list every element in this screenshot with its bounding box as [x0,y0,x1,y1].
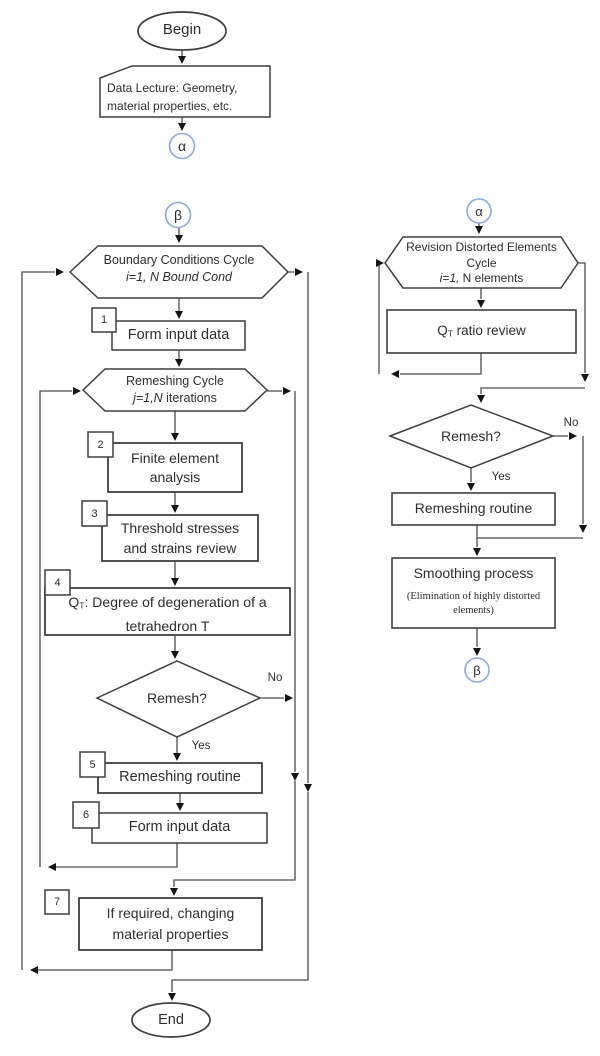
step3-badge-shape [81,500,108,527]
connector-qtreview-loopback [400,353,482,375]
connector-exit-decision2 [480,387,585,394]
beta-connector-circle-left [164,201,192,229]
remesh-routine2-box [391,492,556,526]
remeshing-cycle-label: Remeshing Cycle j=1,N iterations [83,373,267,406]
connector-remeshloop-left [39,390,72,867]
connector-end-down-2 [171,792,309,992]
alpha-connector-circle-top [168,132,196,160]
step7-label: If required, changing material propertie… [106,905,235,942]
alpha-connector-label-top: α [177,138,187,154]
step7-badge: 7 [53,896,61,908]
smoothing-note: (Elimination of highly distorted element… [406,590,541,616]
qt-review-label: QT ratio review [437,323,526,339]
data-card-line1: Data Lecture: Geometry, [107,81,238,95]
connector-circles [164,132,492,683]
remesh-decision-diamond [95,660,262,738]
step1-label: Form input data [127,327,230,343]
step1-badge-shape [91,307,117,333]
step6-label: Form input data [128,819,231,835]
end-terminator-shape [131,1002,211,1038]
step4-box [44,587,291,636]
connector-exit-down-2 [173,781,296,887]
data-card-shape [99,65,271,118]
data-card-line2: material properties, etc. [107,99,233,113]
step2-badge-shape [87,431,114,458]
step2-box [107,442,243,493]
connector-step7-loopback [31,950,173,971]
begin-terminator-label: Begin [162,21,202,38]
step2-badge: 2 [97,438,104,451]
remesh-decision2-label: Remesh? [441,428,501,444]
decision2-yes-label: Yes [491,471,511,483]
beta-connector-label-left: β [173,207,183,223]
begin-terminator-shape [137,11,227,51]
step6-badge: 6 [82,809,90,821]
step2-label: Finite element analysis [131,450,219,485]
decision-yes-label: Yes [191,740,211,752]
beta-connector-label-bottom: β [473,663,481,678]
qt-review-box [386,309,577,354]
remesh-decision-label: Remesh? [147,690,207,706]
smoothing-label: Smoothing process (Elimination of highly… [392,565,555,618]
step3-box [101,514,259,562]
alpha-connector-circle-right [466,198,492,224]
step5-box [97,762,263,794]
step7-badge-shape [44,889,70,915]
arrowheads [30,56,589,1001]
boundary-cycle-hexagon [68,245,290,299]
step4-badge: 4 [54,576,61,589]
data-card-label: Data Lecture: Geometry, material propert… [107,79,265,115]
remeshing-cycle-hexagon [81,368,269,412]
boundary-cycle-line2: i=1, N Bound Cond [126,269,232,284]
connector-revisionhex-exit [578,262,586,373]
remesh-routine2-label: Remeshing routine [414,500,533,516]
beta-connector-circle-bottom [464,657,490,683]
alpha-connector-label-right: α [475,204,483,219]
step6-badge-shape [72,801,100,829]
step3-label: Threshold stresses and strains review [120,520,240,556]
step3-badge: 3 [91,507,98,520]
step1-box [111,320,246,351]
step5-badge: 5 [89,758,96,771]
remeshing-cycle-line2: j=1,N iterations [133,390,217,405]
step4-badge-shape [44,569,71,596]
connector-boundaryloop-left [21,271,55,970]
step5-label: Remeshing routine [119,769,241,785]
decision2-no-label: No [563,417,579,429]
revision-cycle-hexagon [384,236,579,289]
remesh-decision2-diamond [387,404,556,469]
step7-box [78,897,263,951]
smoothing-box [391,557,556,629]
step5-badge-shape [79,751,106,778]
connectors [21,50,586,992]
step4-label: QT: Degree of degeneration of a tetrahed… [68,594,267,634]
revision-cycle-label: Revision Distorted Elements Cycle i=1, N… [406,240,557,285]
nodes [44,11,579,1038]
remeshing-cycle-line1: Remeshing Cycle [126,374,224,388]
boundary-cycle-label: Boundary Conditions Cycle i=1, N Bound C… [70,252,288,285]
boundary-cycle-line1: Boundary Conditions Cycle [103,253,255,267]
decision-no-label: No [267,672,283,684]
end-terminator-label: End [158,1012,184,1028]
step1-badge: 1 [100,314,108,326]
connector-step6-loopback [49,843,178,868]
